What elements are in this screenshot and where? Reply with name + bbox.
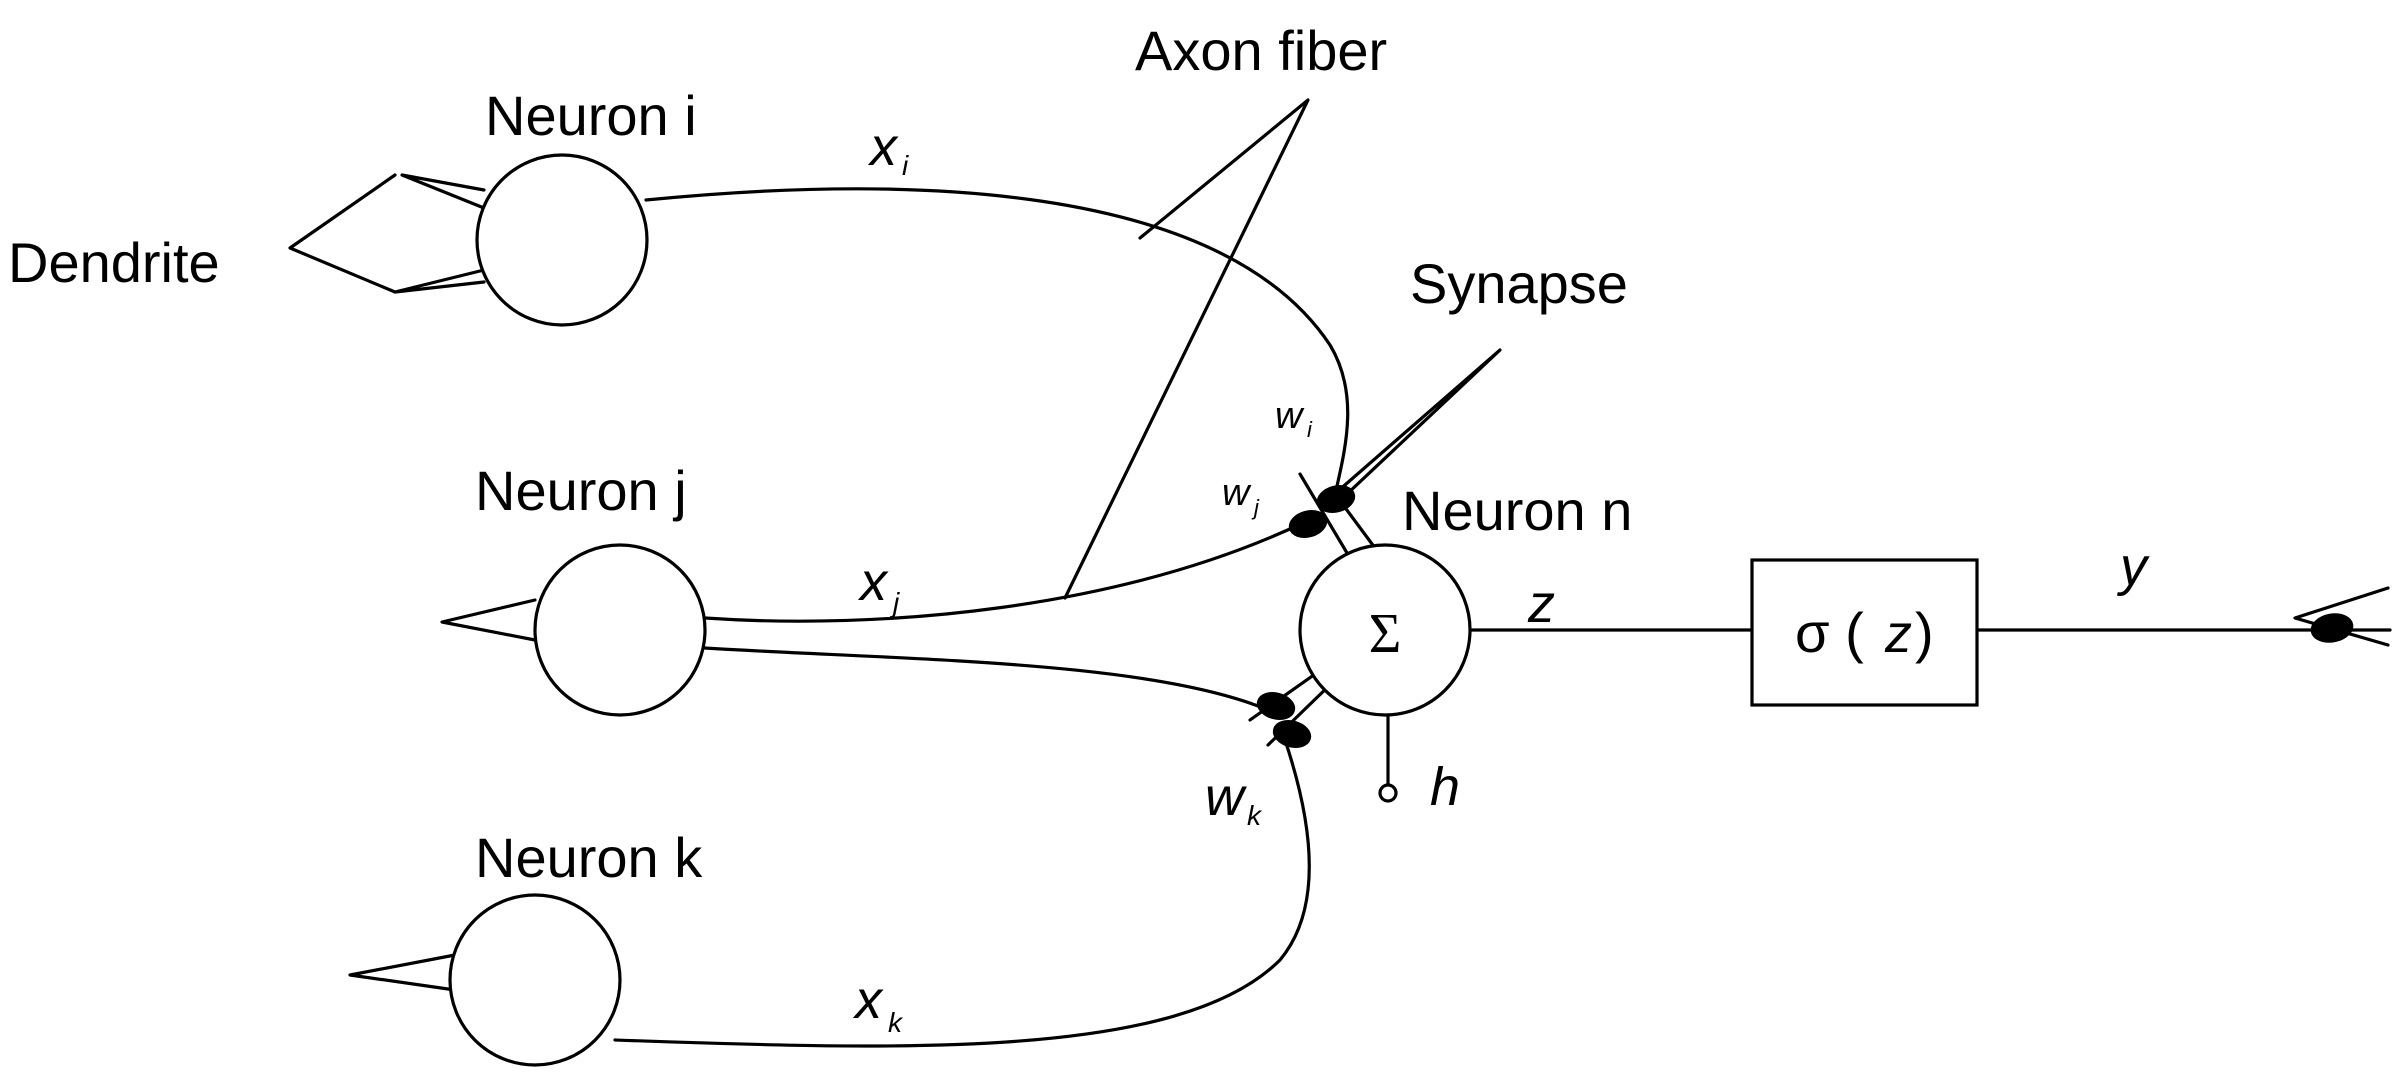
synapse-k-lower <box>1272 720 1312 748</box>
w-i-subscript: i <box>1307 417 1313 442</box>
w-j-label: w j <box>1222 472 1260 520</box>
x-i-subscript: i <box>902 150 909 181</box>
h-label: h <box>1430 757 1460 817</box>
activation-label: σ ( z ) <box>1795 601 1934 664</box>
z-label: z <box>1527 574 1555 634</box>
sum-symbol: Σ <box>1369 603 1402 665</box>
axon-i <box>644 187 1350 497</box>
w-i-symbol: w <box>1275 395 1305 437</box>
w-k-symbol: w <box>1205 767 1247 827</box>
x-i-symbol: x <box>867 117 899 177</box>
w-k-label: w k <box>1205 767 1263 831</box>
axon-fiber-pointer <box>1063 98 1310 600</box>
neuron-i <box>393 153 649 327</box>
axon-j-upper <box>703 520 1307 623</box>
x-i-label: x i <box>867 117 909 181</box>
neuron-j <box>440 543 707 717</box>
neuron-i-label: Neuron i <box>485 84 697 147</box>
activation-box <box>1750 558 1979 707</box>
activation-arg: z <box>1884 604 1912 664</box>
x-k-label: x k <box>852 970 904 1038</box>
synapse-label: Synapse <box>1410 252 1628 315</box>
x-k-symbol: x <box>852 970 884 1030</box>
neuron-k-dendrite <box>348 953 457 992</box>
synapse-k-upper <box>1256 692 1296 720</box>
neuron-k-label: Neuron k <box>475 826 703 889</box>
neuron-i-dendrite <box>400 173 486 210</box>
activation-open: σ ( <box>1795 601 1864 664</box>
x-k-subscript: k <box>888 1007 904 1038</box>
w-j-symbol: w <box>1222 472 1252 514</box>
neuron-j-dendrite <box>440 598 537 642</box>
w-i-label: w i <box>1275 395 1313 442</box>
neuron-k-body <box>448 893 622 1067</box>
synapse-pointer <box>1328 348 1502 512</box>
neuron-i-dendrite-2 <box>393 268 486 294</box>
axon-fiber-label: Axon fiber <box>1135 19 1387 82</box>
x-j-label: x j <box>857 552 900 618</box>
neuron-i-body <box>475 153 649 327</box>
synapse-j <box>1288 510 1328 538</box>
w-k-subscript: k <box>1247 800 1263 831</box>
synapse-output <box>2310 613 2354 643</box>
neuron-j-label: Neuron j <box>475 459 687 522</box>
dendrite-pointer <box>288 173 397 294</box>
neuron-j-body <box>533 543 707 717</box>
axon-j-lower <box>703 646 1270 712</box>
activation-close: ) <box>1915 601 1934 664</box>
w-j-subscript: j <box>1251 495 1260 520</box>
synapse-i <box>1316 485 1356 513</box>
x-j-symbol: x <box>857 552 889 612</box>
threshold-node <box>1378 783 1398 803</box>
neuron-n-label: Neuron n <box>1402 479 1632 542</box>
dendrite-label: Dendrite <box>8 231 220 294</box>
axon-k <box>613 738 1311 1048</box>
output-dendrite <box>2293 586 2390 647</box>
x-j-subscript: j <box>889 587 900 618</box>
neuron-k <box>348 893 622 1067</box>
y-label: y <box>2116 537 2150 597</box>
